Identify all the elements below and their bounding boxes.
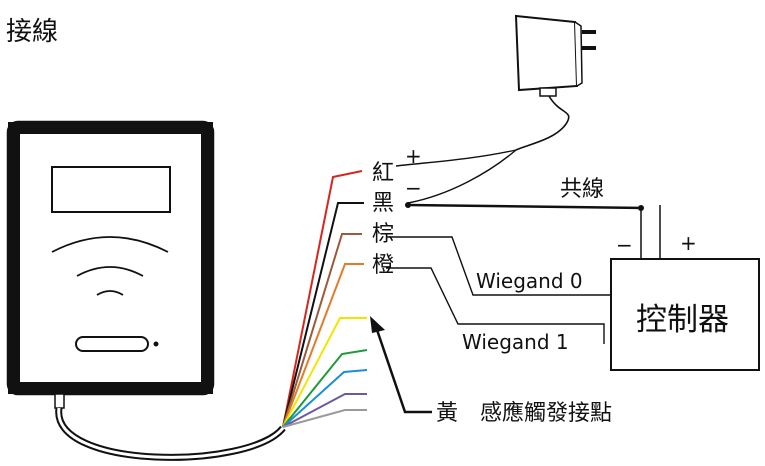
label-orange: 橙	[372, 253, 394, 278]
wire-blue	[282, 369, 368, 428]
power-plus: +	[405, 144, 422, 168]
wire-bundle	[282, 170, 368, 428]
wire-yellow	[282, 317, 367, 428]
label-brown: 棕	[372, 222, 394, 247]
rfid-wave-icon	[51, 236, 169, 296]
controller-plus: +	[680, 231, 697, 255]
power-adapter-icon	[395, 14, 596, 204]
wire-purple	[282, 393, 367, 428]
wire-black	[282, 202, 364, 428]
wiegand0-label: Wiegand 0	[476, 269, 583, 293]
diagram-title: 接線	[6, 17, 58, 47]
wire-green	[282, 349, 368, 428]
common-line	[405, 202, 661, 259]
controller-box	[610, 258, 760, 371]
card-reader-icon	[6, 120, 286, 461]
wire-brown	[282, 233, 362, 428]
wire-gray	[282, 409, 367, 428]
common-line-label: 共線	[560, 177, 604, 202]
trigger-label: 黃 感應觸發接點	[436, 400, 612, 426]
wire-red	[282, 170, 363, 428]
trigger-arrow-icon	[370, 316, 432, 414]
wiegand1-label: Wiegand 1	[462, 330, 569, 354]
wiegand-lines	[386, 236, 611, 344]
wire-orange	[282, 263, 364, 428]
controller-minus: −	[616, 233, 633, 257]
label-black: 黑	[372, 191, 394, 216]
label-red: 紅	[372, 161, 394, 186]
controller-label: 控制器	[636, 302, 729, 338]
power-minus: −	[405, 176, 422, 200]
